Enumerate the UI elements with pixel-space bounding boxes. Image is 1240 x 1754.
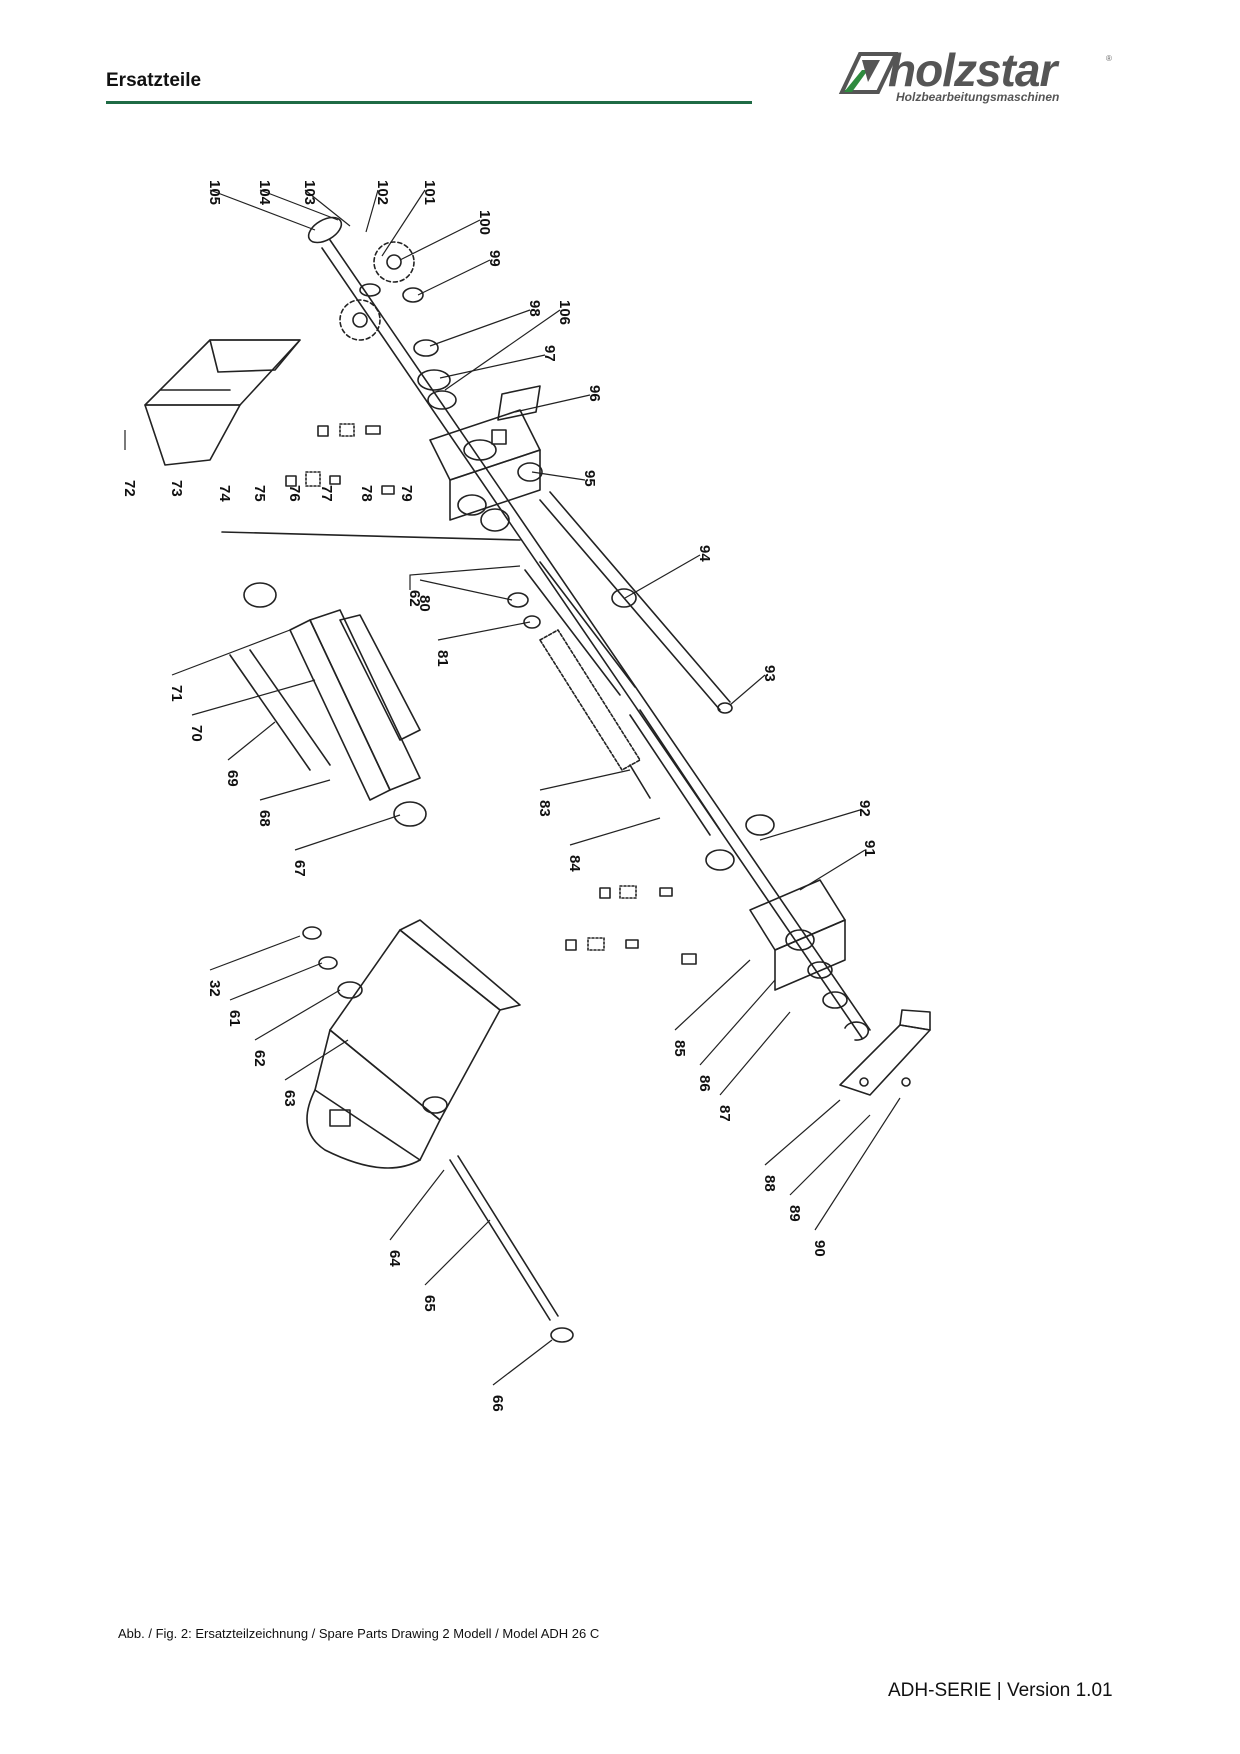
- part-label-66: 66: [489, 1395, 506, 1412]
- part-label-95: 95: [581, 470, 598, 487]
- sprocket-lower: [339, 299, 381, 341]
- footer-version: ADH-SERIE | Version 1.01: [888, 1680, 1113, 1701]
- part-label-103: 103: [301, 180, 318, 205]
- part-label-74: 74: [216, 485, 233, 502]
- holzstar-logo: holzstar ® Holzbearbeitungsmaschinen: [838, 44, 1120, 106]
- part-label-62: 62: [406, 590, 423, 607]
- upper-drive-axle: [307, 216, 871, 1039]
- part-label-73: 73: [168, 480, 185, 497]
- part-label-78: 78: [358, 485, 375, 502]
- part-label-75: 75: [251, 485, 268, 502]
- shaft-93-94: [539, 491, 733, 714]
- sprocket-100: [373, 241, 415, 283]
- part-label-101: 101: [421, 180, 438, 205]
- logo-wordmark: holzstar: [888, 44, 1057, 96]
- part-label-81: 81: [434, 650, 451, 667]
- knob-61: [302, 926, 338, 970]
- logo-tagline: Holzbearbeitungsmaschinen: [896, 90, 1060, 104]
- part-label-83: 83: [536, 800, 553, 817]
- part-label-80: 80: [416, 595, 433, 612]
- part-label-65: 65: [421, 1295, 438, 1312]
- part-label-84: 84: [566, 855, 583, 872]
- part-label-94: 94: [696, 545, 713, 562]
- part-label-98: 98: [526, 300, 543, 317]
- bearing-housing-95: [480, 462, 543, 532]
- part-label-91: 91: [861, 840, 878, 857]
- cutter-block: [221, 531, 521, 827]
- part-label-68: 68: [256, 810, 273, 827]
- part-label-64: 64: [386, 1250, 403, 1267]
- registered-mark: ®: [1106, 54, 1112, 63]
- part-label-69: 69: [224, 770, 241, 787]
- part-label-85: 85: [671, 1040, 688, 1057]
- part-label-99: 99: [486, 250, 503, 267]
- part-label-96: 96: [586, 385, 603, 402]
- snap-ring-85: [844, 1021, 870, 1041]
- lower-screws-row: [565, 885, 697, 965]
- part-label-70: 70: [188, 725, 205, 742]
- spare-parts-drawing: 105 104 103 102 101 100 99 98 106 97 96 95 94 93 92 91 7…: [121, 180, 931, 1412]
- part-label-63: 63: [281, 1090, 298, 1107]
- part-label-77: 77: [318, 485, 335, 502]
- part-label-67: 67: [291, 860, 308, 877]
- lower-housing: [705, 814, 848, 1009]
- part-label-79: 79: [398, 485, 415, 502]
- bar-84: [629, 709, 721, 836]
- part-label-90: 90: [811, 1240, 828, 1257]
- page-title: Ersatzteile: [106, 70, 202, 91]
- feed-roller-82: [524, 561, 636, 696]
- part-label-106: 106: [556, 300, 573, 325]
- part-label-104: 104: [256, 180, 273, 206]
- bearing-99: [402, 287, 424, 303]
- cover-plate-73: [144, 339, 301, 466]
- cover-plate-88: [839, 1009, 931, 1096]
- part-number-labels: 105 104 103 102 101 100 99 98 106 97 96 95 94 93 92 91 7…: [121, 180, 878, 1412]
- part-label-86: 86: [696, 1075, 713, 1092]
- part-label-62: 62: [251, 1050, 268, 1067]
- part-label-92: 92: [856, 800, 873, 817]
- part-label-105: 105: [206, 180, 223, 205]
- part-label-61: 61: [226, 1010, 243, 1027]
- logo-mark-icon: [838, 52, 898, 94]
- table-hood-63: [306, 919, 521, 1169]
- part-label-102: 102: [374, 180, 391, 205]
- spindle-65: [449, 1155, 574, 1343]
- snap-ring-98: [413, 339, 439, 357]
- header-divider: [106, 101, 752, 104]
- part-label-72: 72: [121, 480, 138, 497]
- upper-housing: [429, 385, 541, 521]
- part-label-88: 88: [761, 1175, 778, 1192]
- feed-roller-83: [539, 629, 651, 799]
- part-label-32: 32: [206, 980, 223, 997]
- flange-97: [417, 369, 457, 410]
- part-label-87: 87: [716, 1105, 733, 1122]
- part-label-93: 93: [761, 665, 778, 682]
- part-label-89: 89: [786, 1205, 803, 1222]
- figure-caption: Abb. / Fig. 2: Ersatzteilzeichnung / Spa…: [118, 1626, 600, 1641]
- part-label-76: 76: [286, 485, 303, 502]
- part-label-71: 71: [168, 685, 185, 702]
- spring-screws-row: [285, 423, 395, 495]
- part-label-100: 100: [476, 210, 493, 235]
- spring-80-81: [507, 592, 541, 629]
- part-label-97: 97: [541, 345, 558, 362]
